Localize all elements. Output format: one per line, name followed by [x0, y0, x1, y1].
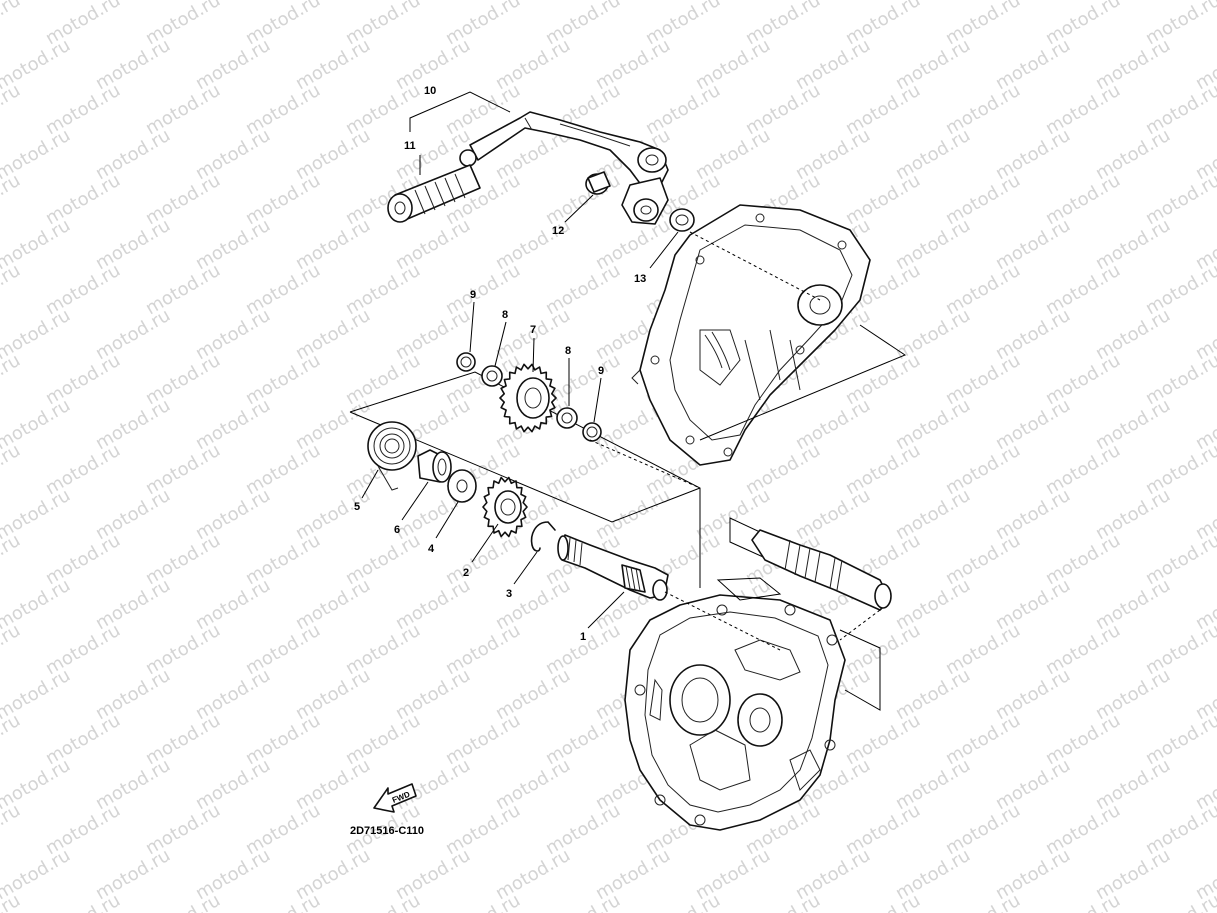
watermark-text: motod.ru [0, 710, 24, 769]
callout-4: 4 [428, 543, 435, 555]
watermark-text: motod.ru [1192, 0, 1217, 4]
callout-13: 13 [634, 273, 646, 285]
watermark-text: motod.ru [642, 890, 724, 913]
circlip-9a [456, 352, 476, 372]
washer-8b [556, 407, 578, 429]
watermark-text: motod.ru [142, 890, 224, 913]
watermark-text: motod.ru [0, 800, 24, 859]
oil-seal-13 [669, 208, 695, 232]
watermark-text: motod.ru [842, 890, 924, 913]
kick-grip-11 [387, 164, 481, 223]
watermark-text: motod.ru [0, 260, 24, 319]
watermark-text: motod.ru [342, 890, 424, 913]
kick-axle-1 [557, 534, 669, 601]
callouts: 10 11 12 13 9 8 7 8 9 5 6 4 2 3 1 [354, 85, 646, 643]
right-crankcase-cover [631, 204, 871, 466]
kick-lever-assembly [387, 111, 695, 232]
watermark-text: motod.ru [42, 890, 124, 913]
callout-6: 6 [394, 524, 400, 536]
watermark-text: motod.ru [0, 0, 24, 49]
watermark-text: motod.ru [1142, 890, 1217, 913]
callout-7: 7 [530, 324, 536, 336]
watermark-text: motod.ru [242, 890, 324, 913]
watermark-text: motod.ru [942, 890, 1024, 913]
callout-11: 11 [404, 140, 416, 152]
washer-8a [481, 365, 503, 387]
circlip-3 [530, 521, 556, 552]
callout-9a: 9 [470, 289, 476, 301]
leader-lines [361, 91, 679, 629]
watermark-text: motod.ru [742, 890, 824, 913]
torsion-spring-5 [367, 421, 417, 491]
callout-3: 3 [506, 588, 512, 600]
watermark-text: motod.ru [442, 890, 524, 913]
watermark-text: motod.ru [0, 620, 24, 679]
callout-10: 10 [424, 85, 436, 97]
callout-9b: 9 [598, 365, 604, 377]
callout-5: 5 [354, 501, 360, 513]
callout-2: 2 [463, 567, 469, 579]
kick-gear-2 [482, 476, 528, 538]
watermark-text: motod.ru [0, 530, 24, 589]
watermark-text: motod.ru [1042, 890, 1124, 913]
spring-guide-6 [417, 449, 452, 483]
callout-1: 1 [580, 631, 586, 643]
watermark-text: motod.ru [0, 440, 24, 499]
circlip-9b [582, 422, 602, 442]
diagram-code: 2D71516-C110 [350, 825, 424, 837]
callout-8b: 8 [565, 345, 571, 357]
fwd-arrow-icon: FWD [373, 783, 417, 813]
bolt-12 [585, 171, 611, 195]
watermark-text: motod.ru [0, 170, 24, 229]
left-crankcase [624, 594, 846, 831]
callout-8a: 8 [502, 309, 508, 321]
watermark-text: motod.ru [0, 80, 24, 139]
washer-4 [447, 469, 477, 503]
watermark-text: motod.ru [542, 890, 624, 913]
callout-12: 12 [552, 225, 564, 237]
idle-gear-7 [499, 363, 557, 433]
watermark-text: motod.ru [0, 350, 24, 409]
